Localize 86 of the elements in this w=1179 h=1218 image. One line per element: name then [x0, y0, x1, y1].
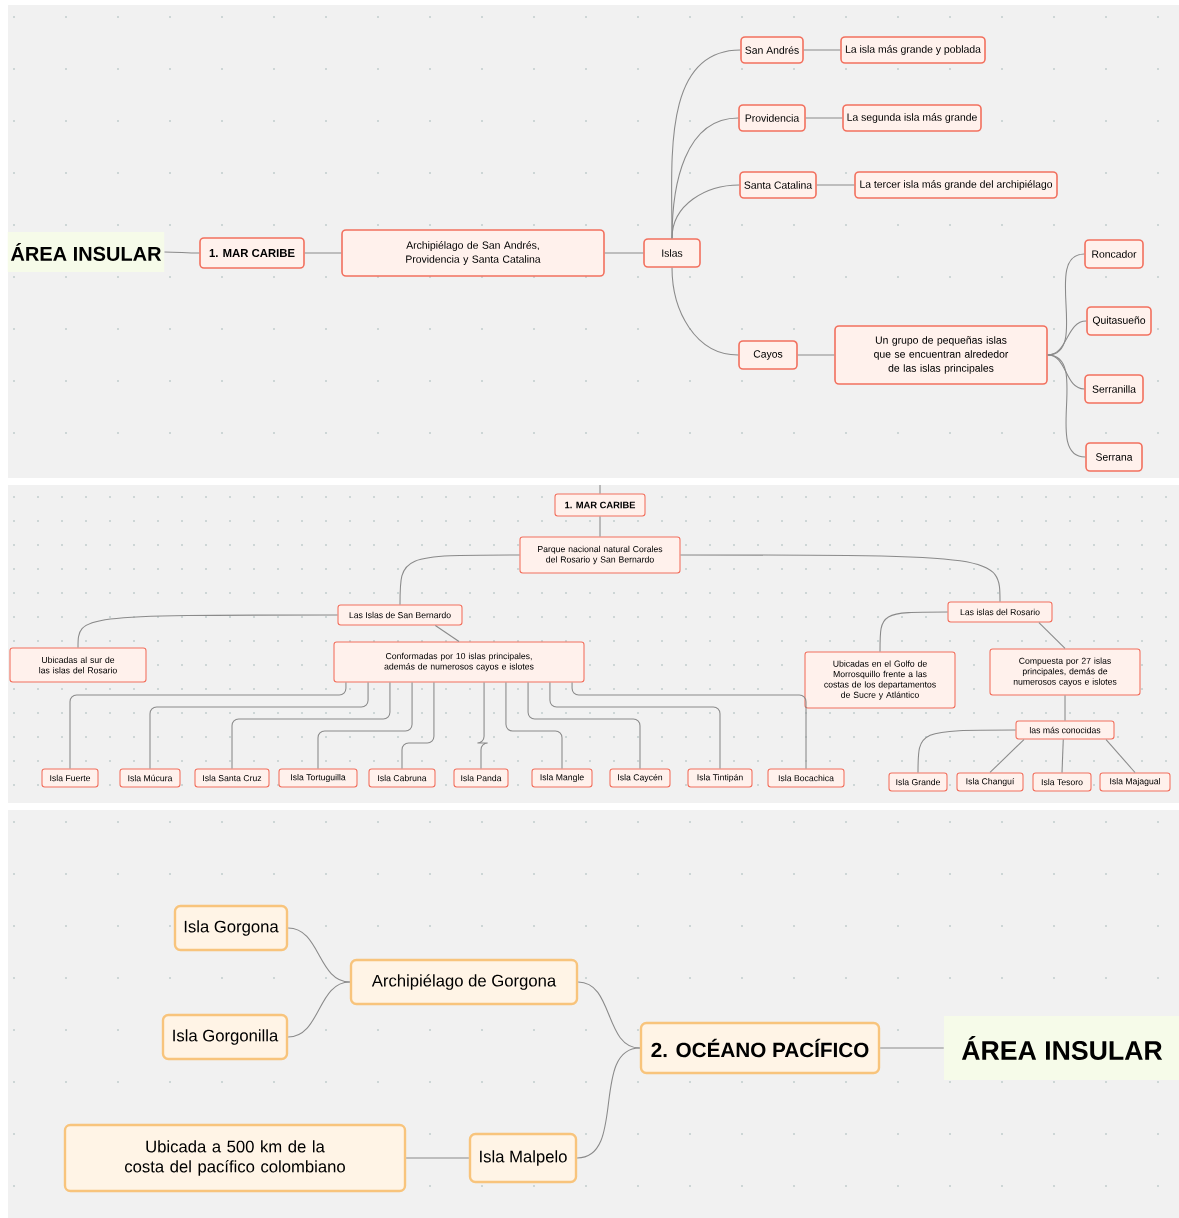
topic-box: Isla Malpelo	[468, 1132, 578, 1184]
connector-line	[527, 682, 641, 769]
title-label: ÁREA INSULAR	[944, 1016, 1179, 1080]
topic-box: Isla Grande	[888, 772, 948, 792]
connector-line	[671, 267, 739, 356]
connector-line	[671, 184, 740, 239]
connector-line	[399, 554, 520, 605]
connector-line	[680, 554, 1001, 602]
connector-line	[1038, 622, 1066, 649]
connector-line	[1047, 320, 1087, 356]
topic-box: Islas	[643, 238, 701, 268]
topic-box: Las Islas de San Bernardo	[337, 604, 463, 626]
topic-box: Isla Caycén	[609, 768, 671, 788]
connector-line	[797, 354, 835, 356]
connector-line	[287, 927, 351, 983]
topic-box: Ubicadas al sur de las islas del Rosario	[9, 647, 147, 683]
topic-box: San Andrés	[740, 36, 804, 64]
topic-box: Conformadas por 10 islas principales, además de numerosos cayos e islotes	[333, 641, 585, 683]
connector-line	[77, 614, 338, 648]
connector-line	[1064, 695, 1066, 721]
topic-box: Isla Fuerte	[41, 768, 99, 788]
connector-line	[879, 611, 948, 652]
topic-box: Un grupo de pequeñas islas que se encuentran alrededor de las islas principales	[834, 325, 1048, 385]
connector-line	[803, 49, 841, 51]
topic-box: Serrana	[1085, 442, 1143, 472]
connector-line	[599, 484, 601, 494]
connector-line	[163, 251, 200, 254]
connector-line	[1061, 739, 1064, 773]
topic-box: Isla Tintipán	[687, 768, 753, 788]
topic-box: Quitasueño	[1086, 306, 1152, 336]
connector-line	[577, 981, 641, 1049]
topic-box: Cayos	[738, 340, 798, 370]
topic-box: 1. MAR CARIBE	[199, 237, 305, 269]
connector-line	[599, 516, 601, 537]
connector-line	[1105, 739, 1136, 773]
topic-box: Isla Tesoro	[1032, 772, 1092, 792]
topic-box: Isla Santa Cruz	[194, 768, 270, 788]
connector-line	[917, 729, 1016, 773]
topic-box: Ubicadas en el Golfo de Morrosquillo frente a las costas de los departamentos de Sucre y Atlántico	[804, 651, 956, 709]
topic-box: Isla Panda	[453, 768, 509, 788]
topic-box: las más conocidas	[1015, 720, 1115, 740]
connector-line	[304, 252, 342, 254]
topic-box: Isla Tortuguilla	[278, 768, 358, 788]
connector-line	[805, 117, 843, 119]
connector-line	[989, 739, 1025, 773]
topic-box: Serranilla	[1084, 374, 1144, 404]
title-label: ÁREA INSULAR	[7, 232, 165, 272]
connector-line	[405, 1157, 470, 1159]
topic-box: La segunda isla más grande	[842, 104, 982, 132]
connector-line	[576, 1047, 641, 1159]
topic-box: Isla Majagual	[1099, 772, 1171, 792]
topic-box: Santa Catalina	[739, 171, 817, 199]
topic-box: Isla Cabruna	[368, 768, 436, 788]
topic-box: Isla Bocachica	[767, 768, 845, 788]
connector-line	[1047, 354, 1086, 458]
topic-box: Archipiélago de Gorgona	[349, 958, 579, 1006]
connector-line	[816, 184, 855, 186]
topic-box: Isla Mangle	[531, 768, 593, 788]
topic-box: Archipiélago de San Andrés, Providencia y Santa Catalina	[341, 229, 605, 277]
topic-box: 2. OCÉANO PACÍFICO	[639, 1021, 881, 1075]
connector-line	[401, 682, 435, 769]
topic-box: Compuesta por 27 islas principales, demás de numerosos cayos e islotes	[989, 648, 1141, 696]
topic-box: Providencia	[738, 104, 806, 132]
connector-line	[879, 1047, 945, 1049]
topic-box: Ubicada a 500 km de la costa del pacífico colombiano	[63, 1123, 407, 1193]
topic-box: Isla Changuí	[956, 772, 1024, 792]
connector-line	[604, 252, 644, 254]
topic-box: Isla Gorgona	[173, 904, 289, 952]
connector-line	[317, 682, 413, 769]
topic-box: Parque nacional natural Corales del Rosario y San Bernardo	[519, 536, 681, 574]
connector-line	[476, 682, 489, 769]
topic-box: Isla Múcura	[119, 768, 181, 788]
connector-line	[69, 682, 347, 769]
connector-line	[571, 682, 807, 769]
connector-line	[505, 682, 563, 769]
topic-box: 1. MAR CARIBE	[554, 493, 646, 517]
topic-box: Roncador	[1084, 239, 1144, 269]
connector-line	[149, 682, 369, 769]
topic-box: Las islas del Rosario	[947, 601, 1053, 623]
connector-line	[287, 981, 351, 1038]
connector-line	[549, 682, 721, 769]
topic-box: La tercer isla más grande del archipiélago	[854, 171, 1058, 199]
connector-line	[434, 625, 460, 642]
topic-box: Isla Gorgonilla	[161, 1013, 289, 1061]
topic-box: La isla más grande y poblada	[840, 36, 986, 64]
connector-line	[231, 682, 391, 769]
